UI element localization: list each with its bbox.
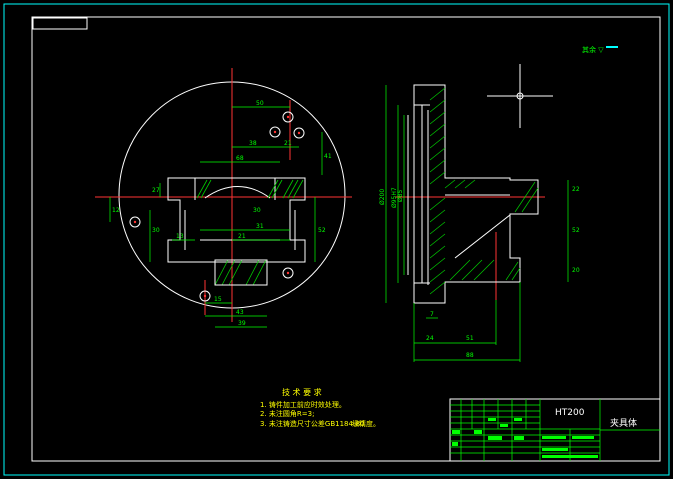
outer-frame	[3, 3, 670, 476]
notes-item-1: 1. 铸件加工前应时效处理。	[260, 400, 346, 409]
dim-r-7: 7	[430, 311, 434, 318]
dim-43: 43	[236, 309, 244, 316]
dim-r-vertical-3: Ø85	[397, 189, 404, 202]
dim-13: 13	[176, 233, 184, 240]
center-mark	[487, 64, 553, 128]
dim-r-20: 20	[572, 267, 580, 274]
dim-r-22: 22	[572, 186, 580, 193]
lower-lug	[214, 259, 268, 286]
notes-title: 技 术 要 求	[282, 387, 322, 397]
dim-r-88: 88	[466, 352, 474, 359]
dim-21a: 21	[284, 140, 292, 147]
inner-frame	[31, 16, 661, 462]
roughness-symbol	[606, 46, 618, 48]
notes-item-2: 2. 未注圆角R=3;	[260, 409, 314, 418]
dim-52: 52	[318, 227, 326, 234]
part-name-label: 夹具体	[610, 417, 637, 429]
top-left-tag	[32, 17, 88, 30]
left-body	[167, 177, 306, 263]
dim-50: 50	[256, 100, 264, 107]
dim-68: 68	[236, 155, 244, 162]
right-centerlines	[395, 196, 545, 300]
dim-r-52: 52	[572, 227, 580, 234]
left-centerlines	[95, 68, 352, 322]
dim-39: 39	[238, 320, 246, 327]
dim-27: 27	[152, 187, 160, 194]
left-hatch	[196, 179, 304, 286]
dim-38: 38	[249, 140, 257, 147]
left-view: 50 38 21 68 27 12 30 13 31 21 52 15 43 3…	[95, 68, 352, 328]
dim-41: 41	[324, 153, 332, 160]
right-hatch	[429, 87, 539, 295]
dim-30: 30	[152, 227, 160, 234]
notes-item-3: 3. 未注铸造尺寸公差GB1184-80	[260, 419, 364, 428]
dim-r-51: 51	[466, 335, 474, 342]
notes-item-3-suffix: 级精度。	[352, 419, 380, 428]
roughness-note: 其余 ▽	[582, 45, 604, 54]
dim-12: 12	[112, 207, 120, 214]
dim-r-24: 24	[426, 335, 434, 342]
title-block: HT200 夹具体	[449, 398, 661, 462]
dim-31: 31	[256, 223, 264, 230]
dim-r-vertical-2: Ø95H7	[391, 187, 398, 208]
bolt-holes	[129, 111, 305, 302]
hole-centers	[133, 115, 301, 298]
tech-notes: 技 术 要 求 1. 铸件加工前应时效处理。 2. 未注圆角R=3; 3. 未注…	[260, 387, 380, 428]
dim-15: 15	[214, 296, 222, 303]
right-view: 22 52 20 24 51 88 7 Ø200 Ø95H7 Ø85	[379, 84, 580, 362]
right-profile	[407, 84, 539, 304]
dim-30b: 30	[253, 207, 261, 214]
right-dim-lines	[385, 85, 569, 362]
dim-21b: 21	[238, 233, 246, 240]
dim-r-vertical-1: Ø200	[379, 189, 386, 205]
left-dim-lines	[109, 106, 323, 328]
material-label: HT200	[555, 408, 585, 418]
